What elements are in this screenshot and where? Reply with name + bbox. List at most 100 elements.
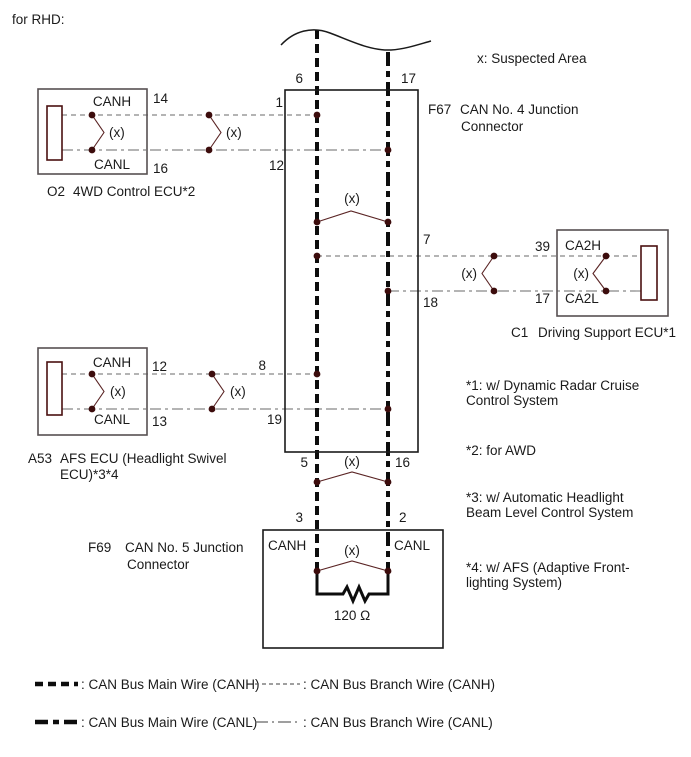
f67-pin-16: 16	[395, 455, 410, 470]
suspect-chevron-a53-mid	[211, 373, 225, 410]
bus-continuation-squiggle	[280, 29, 432, 51]
terminating-resistor	[315, 571, 390, 605]
a53-pin-12: 12	[152, 359, 167, 374]
o2-pin-14: 14	[153, 91, 169, 106]
f69-pin-2: 2	[399, 510, 407, 525]
suspect-mark: (x)	[573, 266, 589, 281]
junction-dot	[384, 218, 392, 226]
junction-dot	[602, 287, 610, 295]
junction-dot	[313, 218, 321, 226]
f69-name-line2: Connector	[127, 557, 190, 572]
suspect-chevron-c1-mid	[481, 255, 495, 292]
c1-pin-39: 39	[535, 239, 550, 254]
f69-junction-box	[262, 529, 444, 649]
suspect-mark: (x)	[226, 125, 242, 140]
f67-pin-1: 1	[275, 95, 283, 110]
junction-dot	[313, 111, 321, 119]
f69-name-line1: CAN No. 5 Junction	[125, 540, 244, 555]
c1-code: C1	[511, 325, 528, 340]
junction-dot	[384, 567, 392, 575]
suspect-mark: (x)	[461, 266, 477, 281]
junction-dot	[205, 111, 213, 119]
junction-dot	[384, 478, 392, 486]
a53-pin-rect	[46, 361, 63, 416]
junction-dot	[313, 567, 321, 575]
legend-branch-canl-label: : CAN Bus Branch Wire (CANL)	[303, 715, 493, 730]
resistor-value: 120 Ω	[334, 608, 370, 623]
junction-dot	[88, 370, 96, 378]
suspect-mark: (x)	[344, 454, 360, 469]
variant-label: for RHD:	[12, 12, 65, 27]
junction-dot	[384, 405, 392, 413]
f67-code: F67	[428, 102, 451, 117]
f67-pin-5: 5	[300, 455, 308, 470]
a53-canl-label: CANL	[94, 412, 131, 427]
c1-pin-17: 17	[535, 291, 550, 306]
f69-code: F69	[88, 540, 111, 555]
f67-pin-6: 6	[295, 71, 303, 86]
junction-dot	[208, 370, 216, 378]
junction-dot	[313, 370, 321, 378]
suspect-chevron-c1	[592, 255, 607, 292]
c1-name: Driving Support ECU*1	[538, 325, 676, 340]
f69-canl-label: CANL	[394, 538, 431, 553]
suspected-area-note: x: Suspected Area	[477, 51, 587, 66]
suspect-chevron-f67	[316, 210, 389, 223]
legend-main-canl-label: : CAN Bus Main Wire (CANL)	[81, 715, 257, 730]
suspect-mark: (x)	[110, 384, 126, 399]
f67-pin-18: 18	[423, 295, 438, 310]
f67-pin-7: 7	[423, 232, 431, 247]
junction-dot	[490, 287, 498, 295]
junction-dot	[88, 146, 96, 154]
o2-code: O2	[47, 184, 65, 199]
junction-dot	[88, 405, 96, 413]
junction-dot	[88, 111, 96, 119]
note-1-line1: *1: w/ Dynamic Radar Cruise	[466, 378, 639, 393]
suspect-mark: (x)	[230, 384, 246, 399]
junction-dot	[602, 252, 610, 260]
note-2: *2: for AWD	[466, 443, 536, 458]
o2-name: 4WD Control ECU*2	[73, 184, 195, 199]
f67-pin-8: 8	[258, 358, 266, 373]
note-1-line2: Control System	[466, 393, 558, 408]
junction-dot	[384, 146, 392, 154]
o2-canh-label: CANH	[93, 94, 131, 109]
o2-pin-16: 16	[153, 161, 168, 176]
o2-canl-label: CANL	[94, 157, 131, 172]
suspect-chevron-o2-mid	[208, 114, 222, 151]
junction-dot	[490, 252, 498, 260]
junction-dot	[208, 405, 216, 413]
junction-dot	[205, 146, 213, 154]
a53-name-line1: AFS ECU (Headlight Swivel	[60, 451, 227, 466]
suspect-chevron-a53	[91, 373, 105, 410]
note-4-line1: *4: w/ AFS (Adaptive Front-	[466, 560, 630, 575]
o2-ecu-box	[37, 88, 148, 175]
f69-canh-label: CANH	[268, 538, 306, 553]
a53-pin-13: 13	[152, 414, 167, 429]
f67-name-line1: CAN No. 4 Junction	[460, 102, 579, 117]
c1-ca2l-label: CA2L	[565, 291, 599, 306]
c1-ecu-box	[556, 229, 669, 317]
suspect-chevron-o2	[91, 114, 105, 151]
a53-ecu-box	[37, 347, 148, 436]
junction-dot	[313, 252, 321, 260]
suspect-mark: (x)	[109, 125, 125, 140]
note-3-line2: Beam Level Control System	[466, 505, 633, 520]
legend-branch-canh-label: : CAN Bus Branch Wire (CANH)	[303, 677, 495, 692]
f67-name-line2: Connector	[461, 119, 524, 134]
a53-canh-label: CANH	[93, 355, 131, 370]
f67-pin-12: 12	[269, 158, 284, 173]
legend-main-canh-label: : CAN Bus Main Wire (CANH)	[81, 677, 260, 692]
note-3-line1: *3: w/ Automatic Headlight	[466, 490, 624, 505]
c1-pin-rect	[640, 245, 658, 301]
f69-pin-3: 3	[295, 510, 303, 525]
junction-dot	[313, 478, 321, 486]
suspect-chevron-f69	[316, 560, 389, 572]
suspect-chevron-f67-f69	[316, 471, 389, 483]
f67-pin-19: 19	[267, 412, 282, 427]
c1-ca2h-label: CA2H	[565, 238, 601, 253]
a53-code: A53	[28, 451, 52, 466]
junction-dot	[384, 287, 392, 295]
